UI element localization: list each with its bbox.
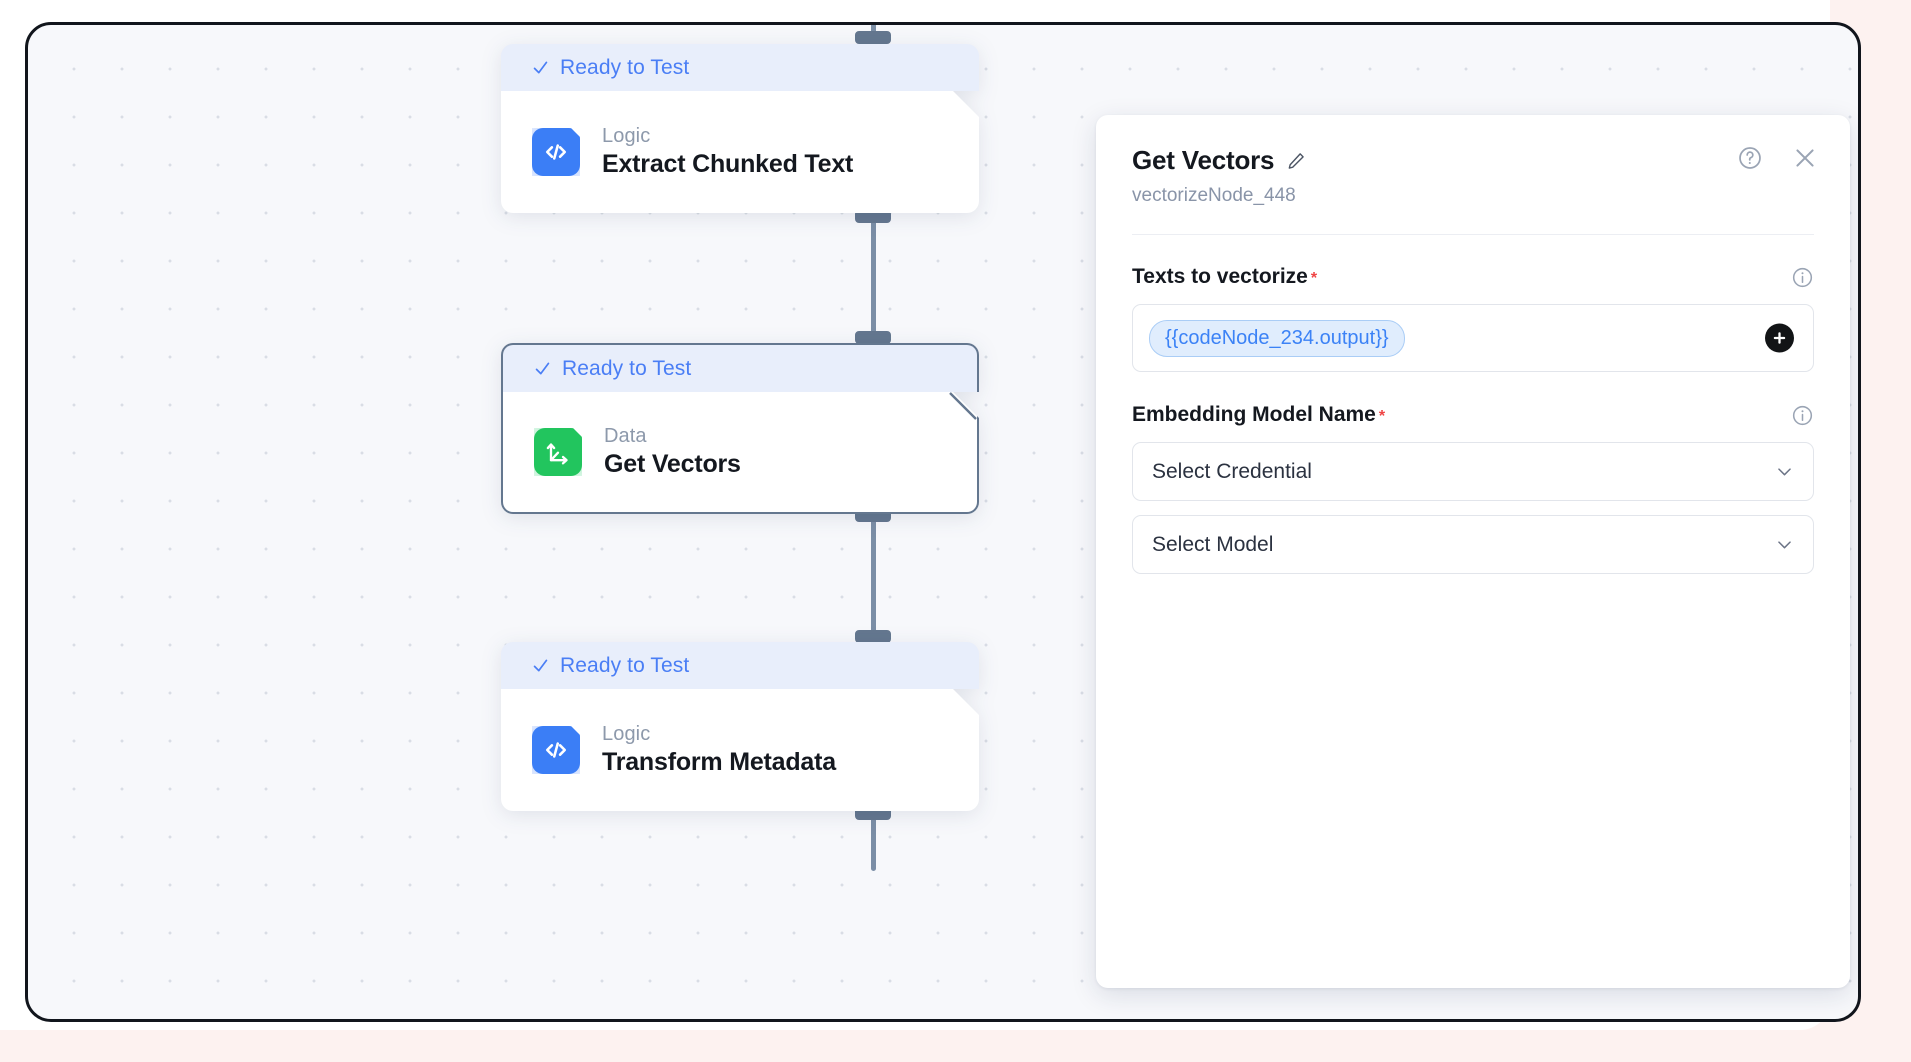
help-circle-icon[interactable] [1737,145,1763,171]
node-title-label: Get Vectors [604,450,741,478]
connector-line-1-2 [871,215,876,345]
plus-icon [1773,332,1786,344]
field-label-wrap: Embedding Model Name* [1132,403,1385,427]
connector-line-2-3 [871,513,876,643]
variable-chip[interactable]: {{codeNode_234.output}} [1149,319,1405,357]
chevron-down-icon [1778,468,1791,476]
field-label-wrap: Texts to vectorize* [1132,265,1317,289]
select-model-value: Select Model [1152,532,1274,556]
code-icon [532,726,580,774]
connector-line-bottom [871,811,876,871]
chevron-down-icon [1778,541,1791,549]
node-kind-label: Logic [602,723,651,745]
panel-title-row: Get Vectors [1132,145,1814,176]
pencil-icon[interactable] [1286,151,1306,171]
check-icon [535,362,550,375]
field-texts-to-vectorize: Texts to vectorize* {{codeNode_234.outpu… [1132,265,1814,372]
required-marker: * [1310,270,1318,287]
workflow-node-transform-metadata[interactable]: Ready to Test Logic Transform Metadata [501,642,979,811]
panel-divider [1132,234,1814,235]
info-icon[interactable] [1791,266,1814,289]
connector-cap-in-1 [855,31,891,44]
node-id-label: vectorizeNode_448 [1132,185,1296,206]
field-embedding-model-name: Embedding Model Name* Select Credential [1132,403,1814,574]
add-text-button[interactable] [1765,323,1794,353]
node-title-label: Extract Chunked Text [602,150,854,178]
select-model-dropdown[interactable]: Select Model [1132,515,1814,574]
code-icon [532,128,580,176]
field-label: Texts to vectorize [1132,265,1308,288]
texts-to-vectorize-input[interactable]: {{codeNode_234.output}} [1132,304,1814,372]
connector-cap-out-1 [855,210,891,223]
node-card[interactable]: Logic Transform Metadata [501,689,979,811]
connector-cap-in-3 [855,630,891,643]
node-status-bar: Ready to Test [501,343,979,392]
check-icon [533,61,548,74]
node-status-label: Ready to Test [562,356,692,380]
node-kind-label: Data [604,425,647,447]
select-credential-dropdown[interactable]: Select Credential [1132,442,1814,501]
workflow-canvas[interactable]: Ready to Test Logic Extract Chunked Text [25,22,1861,1022]
close-icon[interactable] [1792,145,1818,171]
page-title: Get Vectors [1132,145,1275,175]
node-kind-label: Logic [602,125,651,147]
field-label-row: Texts to vectorize* [1132,265,1814,289]
field-label-row: Embedding Model Name* [1132,403,1814,427]
panel-header-actions [1737,145,1818,171]
node-status-bar: Ready to Test [501,642,979,689]
field-label: Embedding Model Name [1132,403,1376,426]
workflow-node-extract-chunked-text[interactable]: Ready to Test Logic Extract Chunked Text [501,44,979,213]
node-properties-panel[interactable]: Get Vectors vectorizeNode_448 [1096,115,1850,988]
connector-cap-in-2 [855,331,891,344]
node-title-label: Transform Metadata [602,748,836,776]
node-status-label: Ready to Test [560,653,690,677]
node-meta: Logic Transform Metadata [602,723,836,777]
required-marker: * [1378,408,1386,425]
node-card[interactable]: Data Get Vectors [501,392,979,514]
vector-axes-icon [534,428,582,476]
panel-header: Get Vectors vectorizeNode_448 [1096,115,1850,207]
workflow-node-get-vectors[interactable]: Ready to Test Data Get [501,343,979,514]
panel-body: Texts to vectorize* {{codeNode_234.outpu… [1096,235,1850,574]
node-meta: Logic Extract Chunked Text [602,125,853,179]
select-credential-value: Select Credential [1152,459,1312,483]
check-icon [533,659,548,672]
node-status-label: Ready to Test [560,55,690,79]
node-meta: Data Get Vectors [604,425,741,479]
node-bevel-edge [948,391,978,421]
node-status-bar: Ready to Test [501,44,979,91]
info-icon[interactable] [1791,404,1814,427]
node-card[interactable]: Logic Extract Chunked Text [501,91,979,213]
